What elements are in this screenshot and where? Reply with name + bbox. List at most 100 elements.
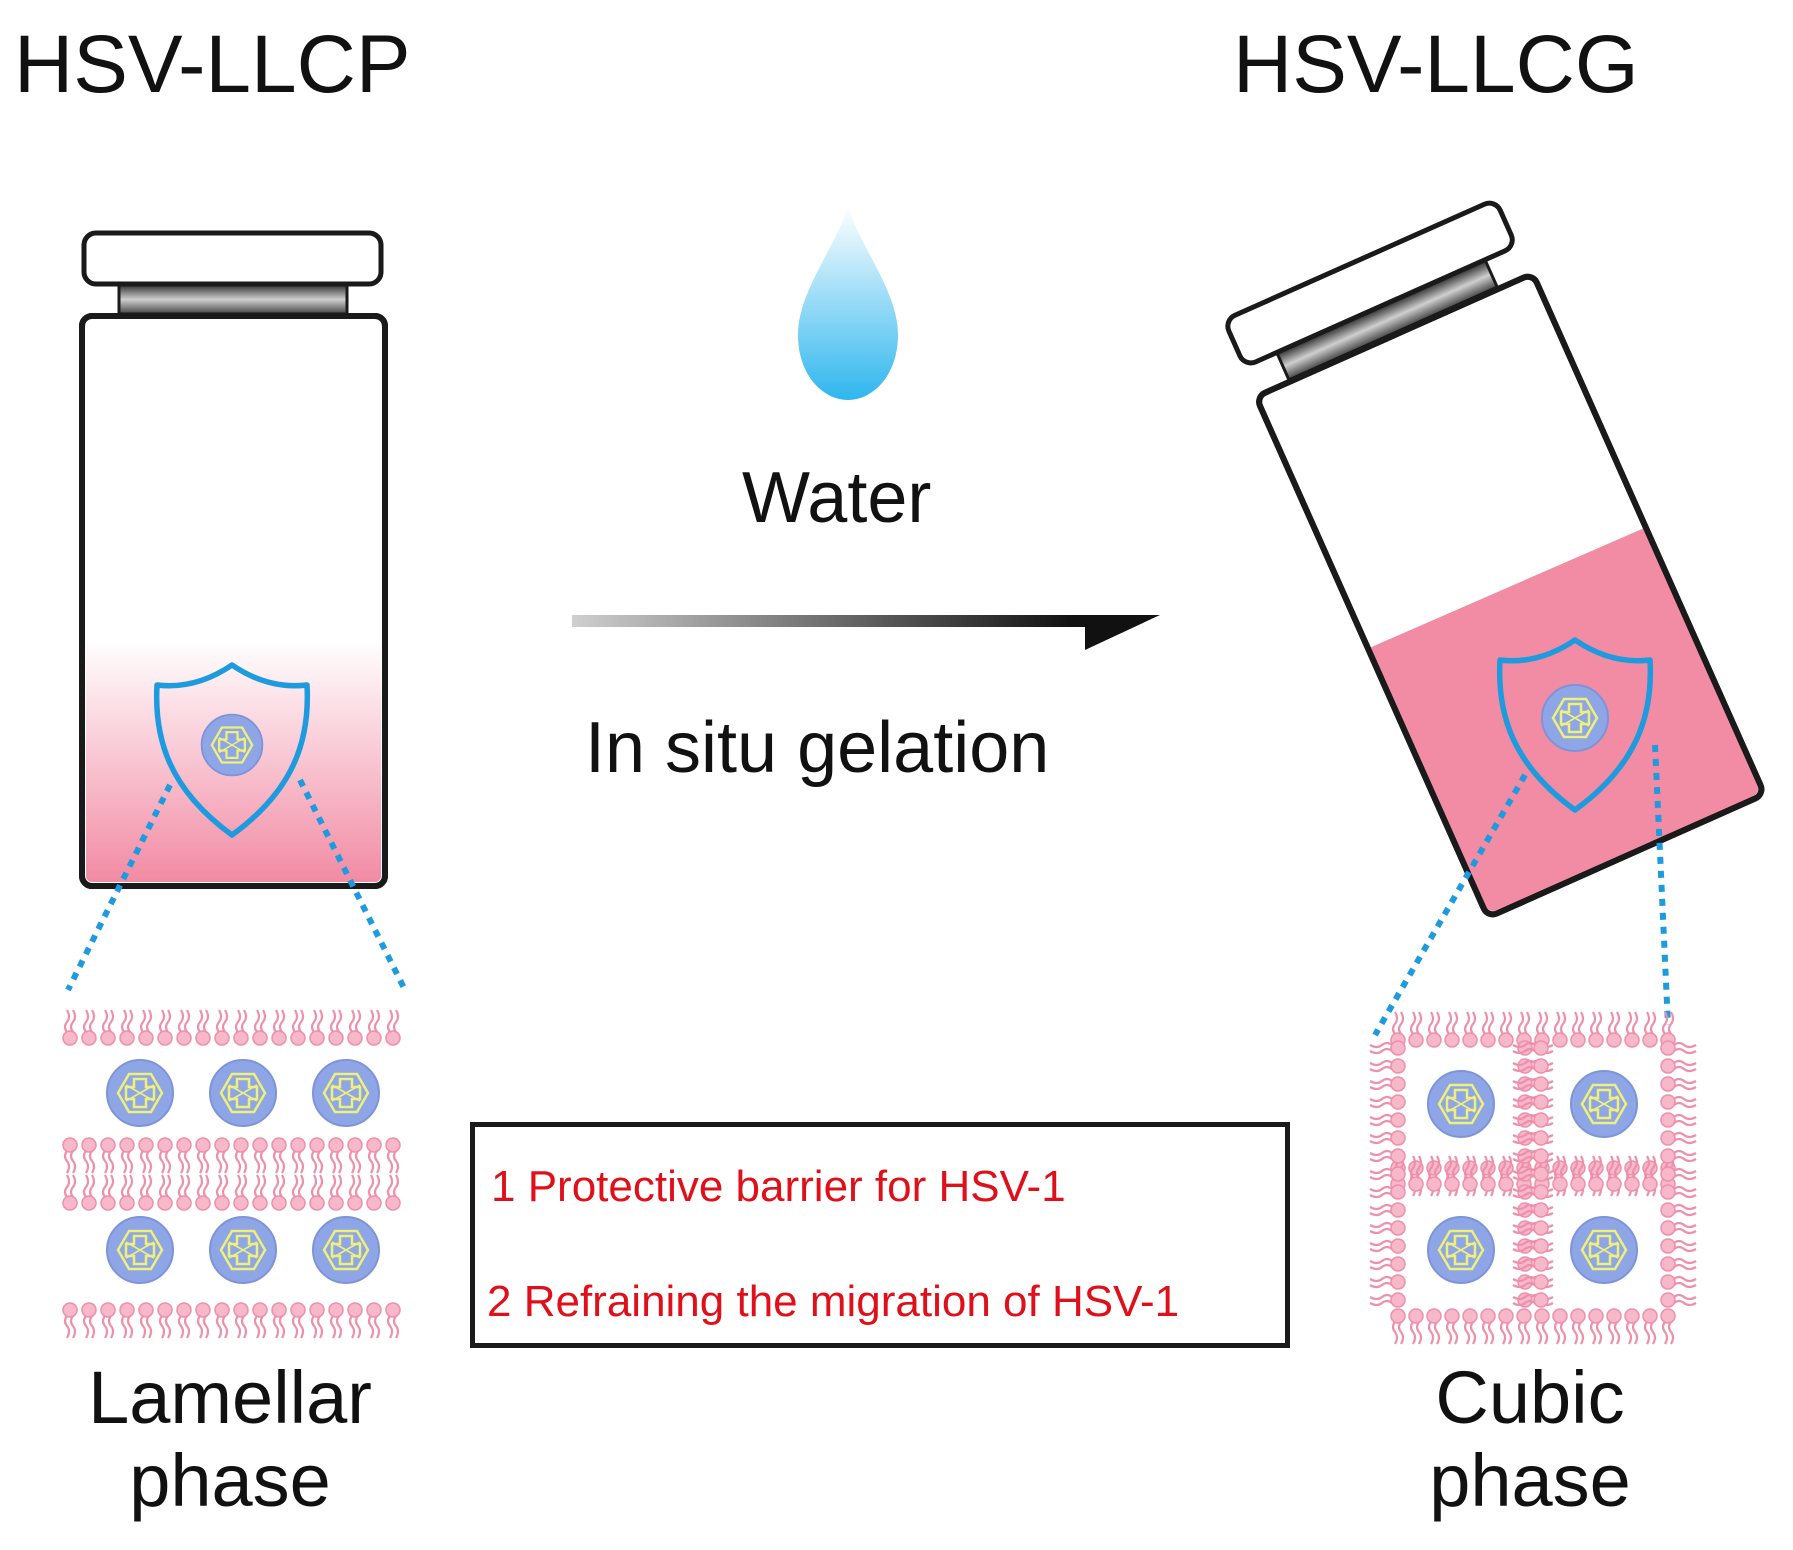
lipid-molecule (175, 1301, 193, 1340)
lipid-molecule (118, 1136, 136, 1175)
lipid-molecule (1659, 1255, 1698, 1273)
lipid-molecule (194, 1136, 212, 1175)
lipid-molecule (1587, 1307, 1605, 1346)
lipid-molecule (251, 1173, 269, 1212)
lipid-molecule (365, 1008, 383, 1047)
lipid-molecule (251, 1301, 269, 1340)
lipid-molecule (156, 1173, 174, 1212)
lipid-molecule (1368, 1291, 1407, 1309)
lipid-molecule (308, 1173, 326, 1212)
lipid-molecule (1368, 1075, 1407, 1093)
lipid-molecule (137, 1136, 155, 1175)
lipid-molecule (1368, 1057, 1407, 1075)
lipid-molecule (346, 1301, 364, 1340)
lipid-molecule (308, 1136, 326, 1175)
lipid-molecule (1659, 1237, 1698, 1255)
left-phase-line-2: phase (129, 1438, 331, 1522)
lipid-molecule (156, 1136, 174, 1175)
lipid-molecule (289, 1136, 307, 1175)
lipid-molecule (1443, 1010, 1461, 1049)
virus-particle-icon (1569, 1069, 1639, 1139)
lipid-molecule (308, 1301, 326, 1340)
left-vial-neck (117, 283, 349, 316)
lipid-molecule (1389, 1307, 1407, 1346)
lipid-molecule (289, 1008, 307, 1047)
virus-particle-icon (208, 1215, 278, 1285)
lipid-molecule (1659, 1219, 1698, 1237)
lipid-molecule (384, 1136, 402, 1175)
lipid-molecule (1659, 1165, 1698, 1183)
lipid-molecule (1479, 1010, 1497, 1049)
lipid-molecule (1425, 1010, 1443, 1049)
lipid-molecule (1497, 1010, 1515, 1049)
lipid-molecule (1533, 1307, 1551, 1346)
water-drop-icon (798, 205, 898, 400)
right-title: HSV-LLCG (1233, 19, 1639, 110)
lipid-molecule (308, 1008, 326, 1047)
lipid-molecule (213, 1173, 231, 1212)
lipid-molecule (99, 1008, 117, 1047)
lipid-molecule (118, 1173, 136, 1212)
lipid-molecule (80, 1136, 98, 1175)
lipid-molecule (384, 1301, 402, 1340)
lipid-molecule (1407, 1307, 1425, 1346)
lipid-molecule (1368, 1237, 1407, 1255)
water-label: Water (742, 458, 932, 538)
note-1: 1 Protective barrier for HSV-1 (491, 1162, 1066, 1211)
lipid-molecule (1659, 1057, 1698, 1075)
left-title: HSV-LLCP (14, 19, 411, 110)
lipid-molecule (175, 1008, 193, 1047)
lipid-molecule (289, 1301, 307, 1340)
lipid-molecule (1461, 1010, 1479, 1049)
lipid-molecule (365, 1173, 383, 1212)
lipid-molecule (1659, 1093, 1698, 1111)
lipid-molecule (1659, 1129, 1698, 1147)
process-arrow (572, 615, 1160, 650)
lipid-molecule (346, 1136, 364, 1175)
lipid-molecule (61, 1136, 79, 1175)
lipid-molecule (213, 1008, 231, 1047)
left-zoom-line-2 (297, 778, 408, 992)
lipid-molecule (251, 1136, 269, 1175)
lipid-molecule (80, 1301, 98, 1340)
lipid-molecule (1368, 1183, 1407, 1201)
lipid-molecule (270, 1136, 288, 1175)
left-vial (79, 230, 388, 889)
left-vial-cap (81, 230, 384, 287)
lipid-molecule (384, 1008, 402, 1047)
lipid-molecule (213, 1301, 231, 1340)
left-virus-icon (200, 713, 264, 777)
lipid-molecule (1587, 1010, 1605, 1049)
right-phase-line-2: phase (1429, 1438, 1631, 1522)
lipid-molecule (1569, 1010, 1587, 1049)
lipid-molecule (1641, 1307, 1659, 1346)
lipid-molecule (289, 1173, 307, 1212)
virus-particle-icon (208, 1058, 278, 1128)
right-phase-line-1: Cubic (1435, 1356, 1625, 1439)
lipid-molecule (232, 1136, 250, 1175)
right-phase-label: Cubic phase (1340, 1356, 1720, 1523)
lipid-molecule (1368, 1129, 1407, 1147)
lipid-molecule (61, 1173, 79, 1212)
lipid-molecule (1659, 1147, 1698, 1165)
lipid-molecule (365, 1301, 383, 1340)
lipid-molecule (118, 1301, 136, 1340)
lipid-molecule (1425, 1307, 1443, 1346)
lipid-molecule (1551, 1307, 1569, 1346)
notes-box: 1 Protective barrier for HSV-1 2 Refrain… (470, 1122, 1290, 1348)
lipid-molecule (1479, 1307, 1497, 1346)
virus-particle-icon (105, 1058, 175, 1128)
note-2: 2 Refraining the migration of HSV-1 (487, 1277, 1180, 1326)
lipid-molecule (1497, 1307, 1515, 1346)
cubic-structure (1368, 1010, 1698, 1346)
lipid-molecule (137, 1008, 155, 1047)
right-zoom-line-2 (1652, 744, 1671, 1026)
lipid-molecule (1659, 1201, 1698, 1219)
lipid-molecule (1659, 1291, 1698, 1309)
lipid-molecule (99, 1173, 117, 1212)
lipid-molecule (1443, 1307, 1461, 1346)
lipid-molecule (327, 1136, 345, 1175)
lipid-molecule (1659, 1039, 1698, 1057)
virus-particle-icon (311, 1058, 381, 1128)
lipid-molecule (156, 1301, 174, 1340)
